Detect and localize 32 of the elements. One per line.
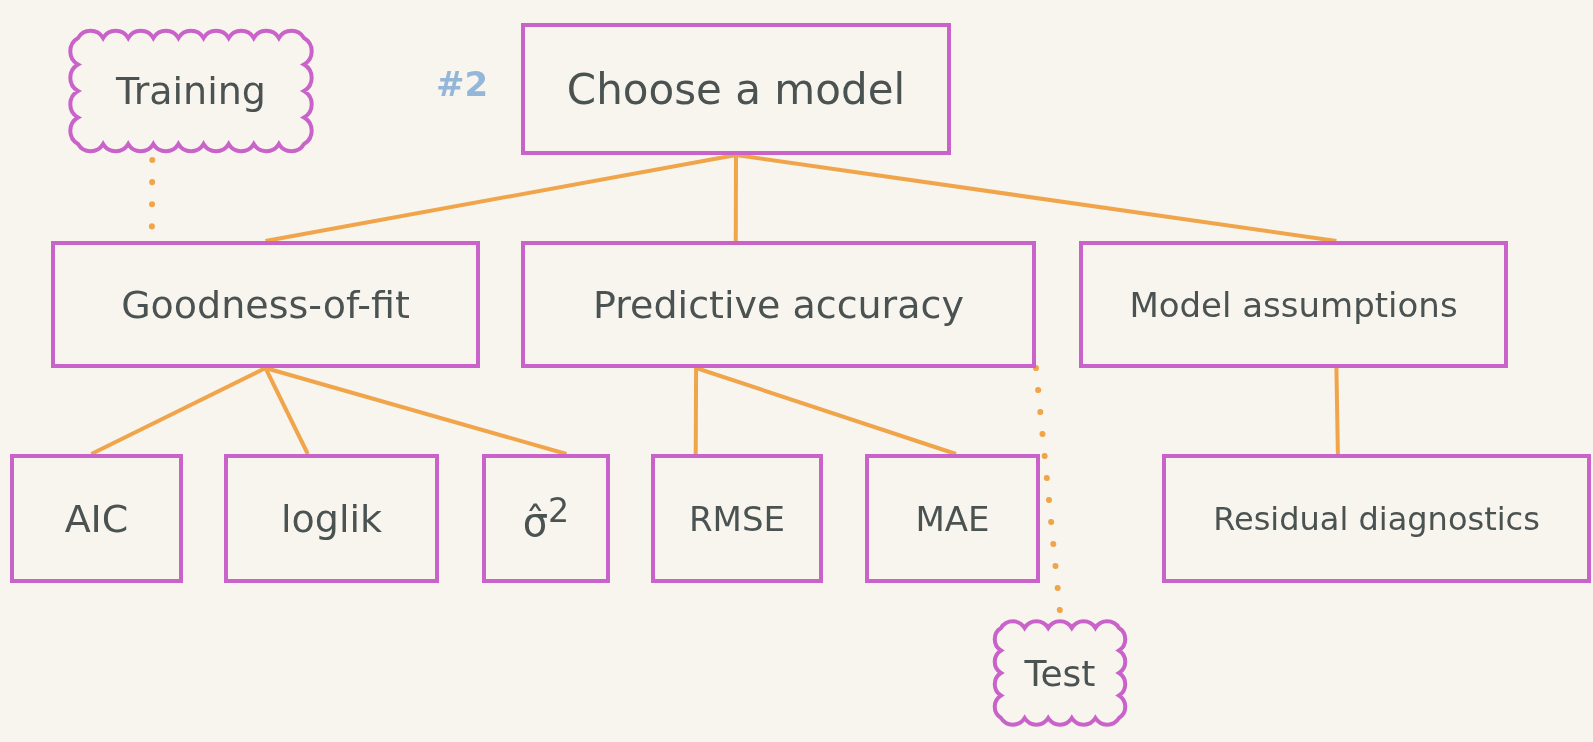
- process-box: [1162, 454, 1591, 583]
- node-label: Goodness-of-fit: [121, 282, 410, 327]
- connector-line: [693, 368, 699, 454]
- connector-line: [90, 366, 267, 456]
- process-box: [1079, 241, 1508, 368]
- process-box: [521, 23, 951, 155]
- process-box: [10, 454, 183, 583]
- connector-line: [1334, 367, 1340, 455]
- node-label: Test: [1024, 652, 1096, 694]
- process-box: [865, 454, 1040, 583]
- step-number: #2: [436, 64, 489, 104]
- node-label: Residual diagnostics: [1213, 499, 1540, 538]
- node-label: Training: [116, 69, 266, 113]
- connector-line: [265, 153, 737, 243]
- process-box: [521, 241, 1036, 368]
- node-label: Model assumptions: [1129, 284, 1458, 325]
- process-box: [224, 454, 439, 583]
- dotted-connector: [1033, 365, 1063, 615]
- process-box: [651, 454, 823, 583]
- connector-line: [735, 153, 1337, 243]
- process-box: [51, 241, 480, 368]
- process-box: [482, 454, 610, 583]
- node-label: σ̂$^{2}$: [522, 491, 570, 546]
- node-label: Choose a model: [566, 64, 906, 114]
- node-label: Predictive accuracy: [593, 282, 964, 327]
- node-label: AIC: [64, 496, 129, 541]
- connector-line: [263, 367, 310, 455]
- node-label: RMSE: [689, 498, 785, 539]
- connector-line: [695, 366, 957, 456]
- node-label: MAE: [915, 498, 990, 539]
- connector-line: [733, 155, 738, 241]
- node-label: loglik: [280, 496, 383, 541]
